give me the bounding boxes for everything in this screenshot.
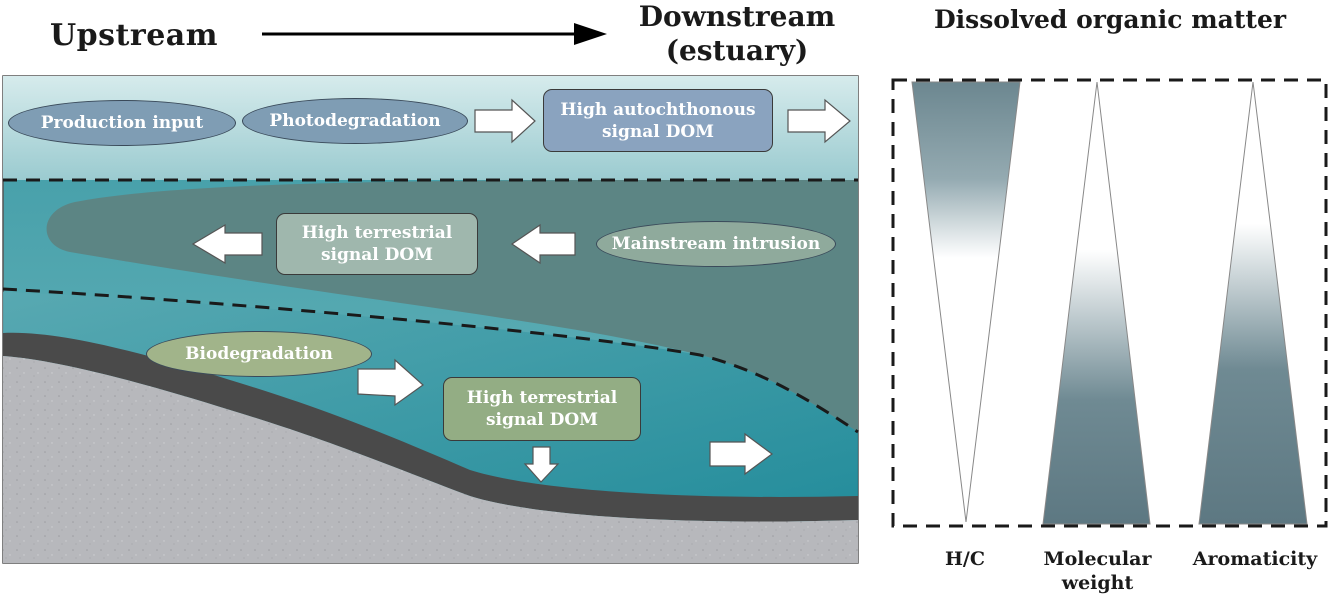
photodegradation-label: Photodegradation (269, 111, 441, 131)
riverbed (3, 356, 858, 563)
mainstream-intrusion-ellipse: Mainstream intrusion (596, 221, 836, 267)
aromaticity-label: Aromaticity (1192, 548, 1318, 570)
molecular-weight-label: Molecular weight (1043, 548, 1152, 594)
terrestrial-dom-label-middle: High terrestrial signal DOM (301, 223, 453, 265)
photodegradation-ellipse: Photodegradation (242, 98, 468, 144)
aromaticity-triangle (1198, 81, 1308, 525)
molecular-weight-triangle (1042, 81, 1151, 525)
production-input-ellipse: Production input (8, 100, 236, 146)
right-arrow-icon (709, 432, 774, 476)
mainstream-intrusion-label: Mainstream intrusion (611, 234, 821, 254)
dom-panel-title: Dissolved organic matter (933, 5, 1287, 34)
right-arrow-icon (357, 358, 424, 407)
down-arrow-icon (523, 446, 560, 483)
sediment-layer (3, 332, 858, 522)
flow-direction-arrow-icon (262, 23, 607, 45)
upstream-label: Upstream (50, 18, 218, 53)
autochthonous-dom-box: High autochthonous signal DOM (543, 89, 773, 152)
bottom-water-layer (3, 292, 858, 500)
right-arrow-icon (787, 98, 851, 144)
hc-triangle (911, 81, 1021, 523)
right-arrow-icon (474, 98, 536, 144)
production-input-label: Production input (40, 113, 204, 133)
autochthonous-dom-label: High autochthonous signal DOM (560, 99, 756, 142)
left-arrow-icon (510, 223, 576, 265)
terrestrial-dom-box-bottom: High terrestrial signal DOM (443, 377, 641, 441)
downstream-label: Downstream (estuary) (638, 0, 836, 67)
terrestrial-dom-box-middle: High terrestrial signal DOM (276, 213, 478, 275)
terrestrial-dom-label-bottom: High terrestrial signal DOM (466, 388, 618, 430)
biodegradation-ellipse: Biodegradation (146, 331, 372, 377)
dom-panel (891, 78, 1328, 528)
left-arrow-icon (191, 223, 263, 265)
hc-label: H/C (944, 548, 985, 570)
biodegradation-label: Biodegradation (185, 344, 333, 364)
